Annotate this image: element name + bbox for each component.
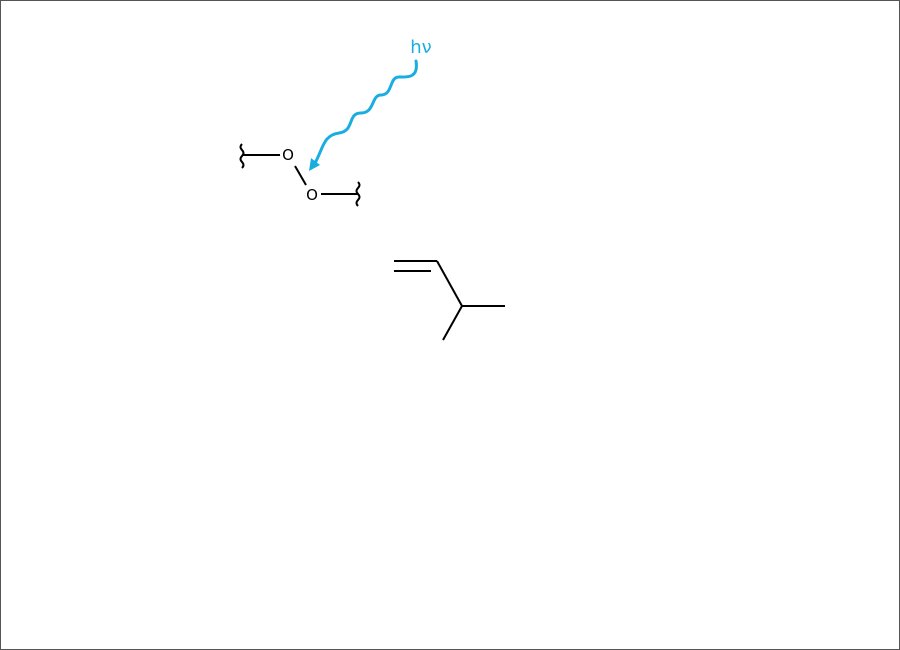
bond-o-o (294, 165, 307, 186)
oxygen-atom-2: O (306, 186, 318, 204)
right-attachment-wavy (355, 181, 361, 207)
light-label: hν (410, 37, 431, 58)
bond-c3-methyl-down (442, 305, 463, 341)
oxygen-atom-1: O (282, 146, 294, 164)
bond-c2-c3 (436, 260, 463, 307)
light-arrowhead (309, 158, 320, 171)
light-wavy-arrow (313, 59, 418, 165)
